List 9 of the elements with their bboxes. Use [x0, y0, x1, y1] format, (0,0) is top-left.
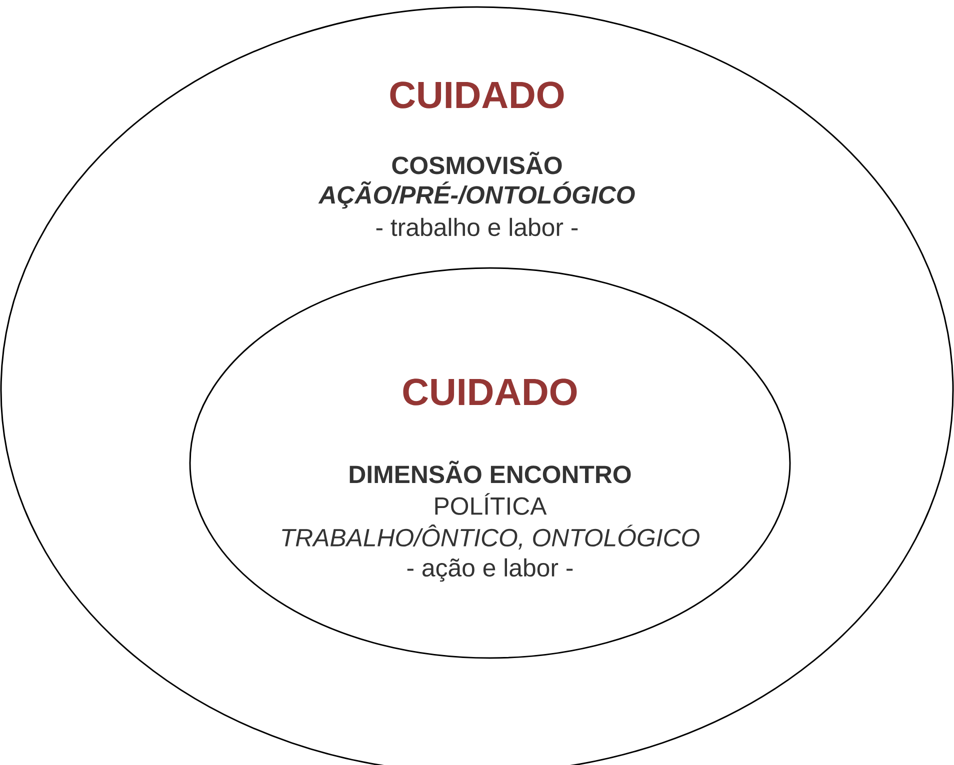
label-text: - ação e labor -	[407, 558, 573, 582]
label-text: - trabalho e labor -	[376, 218, 578, 236]
label-text: TRABALHO/ÔNTICO, ONTOLÓGICO	[282, 524, 700, 550]
heading: CUIDADO	[390, 82, 564, 108]
label-text: DIMENSÃO ENCONTRO	[350, 460, 631, 484]
label-text: COSMOVISÃO	[392, 152, 562, 174]
label-text: POLÍTICA	[435, 493, 547, 515]
heading: CUIDADO	[403, 378, 577, 406]
label-text: AÇÃO/PRÉ-/ONTOLÓGICO	[318, 181, 635, 209]
